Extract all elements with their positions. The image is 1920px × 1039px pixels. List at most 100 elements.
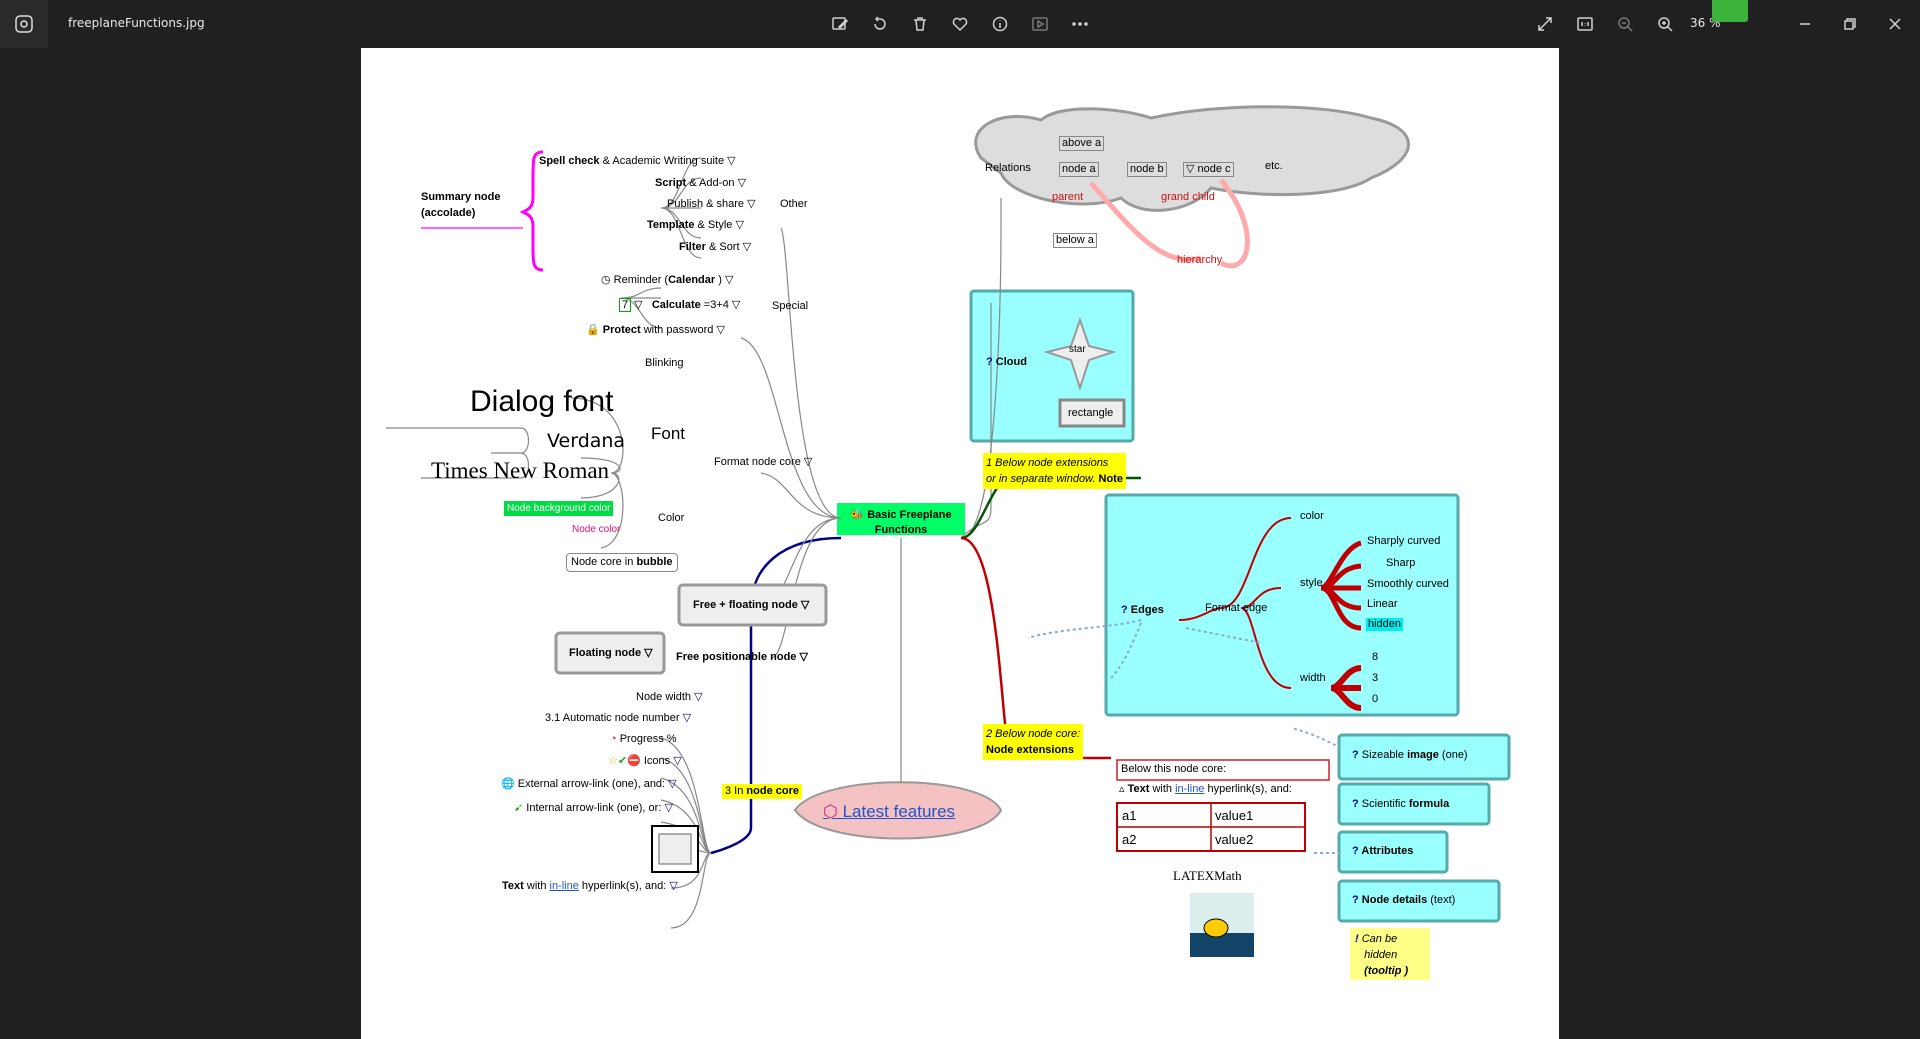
times-node[interactable]: Times New Roman — [431, 458, 610, 483]
node-a-node[interactable]: node a — [1059, 162, 1099, 177]
script-node[interactable]: Script & Add-on ▽ — [655, 177, 747, 189]
filter-node[interactable]: Filter & Sort ▽ — [679, 241, 752, 253]
fullscreen-icon[interactable] — [1533, 12, 1557, 36]
in-node-core-node[interactable]: 3 In node core — [722, 784, 802, 799]
minimize-icon[interactable] — [1793, 12, 1817, 36]
style-hidden[interactable]: hidden — [1366, 618, 1404, 631]
style-linear[interactable]: Linear — [1367, 598, 1398, 610]
icons-node[interactable]: ☆✔⛔ Icons ▽ — [608, 755, 682, 767]
style-sharp[interactable]: Sharp — [1386, 557, 1416, 569]
rotate-icon[interactable] — [868, 12, 892, 36]
edge-style-node[interactable]: style — [1300, 577, 1323, 589]
reminder-node[interactable]: ◷ Reminder (Calendar ) ▽ — [601, 274, 734, 286]
extensions-node[interactable]: 2 Below node core:Node extensions — [983, 724, 1084, 760]
help-icon: ? — [1352, 894, 1359, 906]
above-a-node[interactable]: above a — [1059, 136, 1105, 151]
parent-label: parent — [1052, 191, 1084, 203]
style-sharply-curved[interactable]: Sharply curved — [1367, 535, 1441, 547]
verdana-node[interactable]: Verdana — [547, 430, 626, 452]
font-node[interactable]: Font — [651, 424, 686, 443]
text-hyperlink-node[interactable]: Text with in-line hyperlink(s), and: ▽ — [502, 880, 678, 892]
more-icon[interactable] — [1068, 12, 1092, 36]
zoom-in-icon[interactable] — [1653, 12, 1677, 36]
bee-icon: 🐝 — [850, 509, 865, 521]
globe-icon: 🌐 — [501, 778, 515, 790]
special-node[interactable]: Special — [772, 300, 809, 312]
clock-icon: ◷ — [601, 274, 611, 286]
floating-node[interactable]: Floating node ▽ — [569, 647, 653, 659]
attr-cell-value1: value1 — [1215, 808, 1254, 823]
dialog-font-node[interactable]: Dialog font — [470, 385, 614, 418]
node-c-node[interactable]: ▽ node c — [1183, 162, 1234, 177]
tooltip-node[interactable]: ! Can be hidden (tooltip ) — [1355, 933, 1409, 977]
auto-number-node[interactable]: 3.1 Automatic node number ▽ — [545, 712, 692, 724]
edit-image-icon[interactable] — [828, 12, 852, 36]
publish-node[interactable]: Publish & share ▽ — [667, 198, 756, 210]
edges-box — [1104, 493, 1460, 717]
favorite-icon[interactable] — [948, 12, 972, 36]
root-node[interactable]: 🐝 Basic Freeplane Functions — [850, 509, 952, 536]
info-icon[interactable] — [988, 12, 1012, 36]
external-link-node[interactable]: 🌐 External arrow-link (one), and: ▽ — [501, 778, 677, 790]
other-node[interactable]: Other — [780, 198, 808, 210]
scientific-formula-node[interactable]: ? Scientific formula — [1352, 798, 1450, 810]
protect-node[interactable]: 🔒 Protect with password ▽ — [586, 324, 725, 336]
details-box — [1337, 879, 1501, 923]
latest-features-link[interactable]: ⬡ Latest features — [823, 802, 956, 821]
star-node[interactable]: star — [1069, 344, 1086, 355]
root-box — [837, 503, 965, 535]
spell-check-node[interactable]: Spell check & Academic Writing suite ▽ — [539, 155, 736, 167]
stop-icon: ⛔ — [627, 755, 641, 767]
bg-color-node[interactable]: Node background color — [504, 501, 614, 516]
style-smoothly-curved[interactable]: Smoothly curved — [1367, 578, 1449, 590]
free-floating-node[interactable]: Free + floating node ▽ — [693, 599, 810, 611]
node-color-node[interactable]: Node color — [572, 524, 621, 535]
format-node-core[interactable]: Format node core ▽ — [714, 456, 813, 468]
zoom-out-icon[interactable] — [1613, 12, 1637, 36]
actual-size-icon[interactable] — [1573, 12, 1597, 36]
summary-node-line1[interactable]: Summary node — [421, 191, 501, 203]
edges-node[interactable]: ? Edges — [1121, 604, 1164, 616]
formula-box — [1337, 782, 1491, 826]
below-core-text: ▵ Text with in-line hyperlink(s), and: — [1119, 783, 1292, 795]
below-a-node[interactable]: below a — [1053, 233, 1097, 248]
free-positionable-node[interactable]: Free positionable node ▽ — [676, 651, 808, 663]
notification-tab[interactable] — [1712, 0, 1748, 22]
node-width-node[interactable]: Node width ▽ — [636, 691, 703, 703]
edge-color-node[interactable]: color — [1300, 510, 1324, 522]
progress-node[interactable]: ◔ Progress % — [610, 733, 677, 745]
color-node[interactable]: Color — [658, 512, 685, 524]
image-box — [1337, 733, 1511, 781]
cloud-node[interactable]: ? Cloud — [986, 356, 1027, 368]
restore-icon[interactable] — [1838, 12, 1862, 36]
help-icon: ? — [986, 356, 993, 368]
sizeable-image-node[interactable]: ? Sizeable image (one) — [1352, 749, 1468, 761]
relations-node[interactable]: Relations — [985, 162, 1031, 174]
delete-icon[interactable] — [908, 12, 932, 36]
node-b-node[interactable]: node b — [1127, 162, 1167, 177]
edge-width-node[interactable]: width — [1300, 672, 1326, 684]
format-edge-node[interactable]: Format edge — [1205, 602, 1268, 614]
exclamation-icon: ! — [1355, 933, 1359, 945]
width-0[interactable]: 0 — [1372, 693, 1379, 705]
summary-node-line2[interactable]: (accolade) — [421, 207, 476, 219]
attr-cell-a2: a2 — [1122, 832, 1137, 847]
below-core-label: Below this node core: — [1121, 763, 1227, 775]
node-details-node[interactable]: ? Node details (text) — [1352, 894, 1456, 906]
internal-link-node[interactable]: ➹ Internal arrow-link (one), or: ▽ — [514, 802, 673, 814]
width-3[interactable]: 3 — [1372, 672, 1379, 684]
template-node[interactable]: Template & Style ▽ — [647, 219, 744, 231]
bubble-node[interactable]: Node core in bubble — [566, 553, 678, 572]
slideshow-icon[interactable] — [1028, 12, 1052, 36]
rectangle-node[interactable]: rectangle — [1068, 407, 1114, 419]
blinking-node[interactable]: Blinking — [645, 357, 684, 369]
calculate-node[interactable]: 7 ▽ Calculate =3+4 ▽ — [619, 298, 740, 312]
image-canvas: Spell check & Academic Writing suite ▽ S… — [361, 48, 1559, 1039]
close-icon[interactable] — [1883, 12, 1907, 36]
file-name: freeplaneFunctions.jpg — [68, 16, 205, 30]
latex-label: LATEXMath — [1173, 868, 1242, 883]
attributes-node[interactable]: ? Attributes — [1352, 845, 1414, 857]
width-8[interactable]: 8 — [1372, 651, 1379, 663]
etc-node[interactable]: etc. — [1265, 160, 1283, 172]
